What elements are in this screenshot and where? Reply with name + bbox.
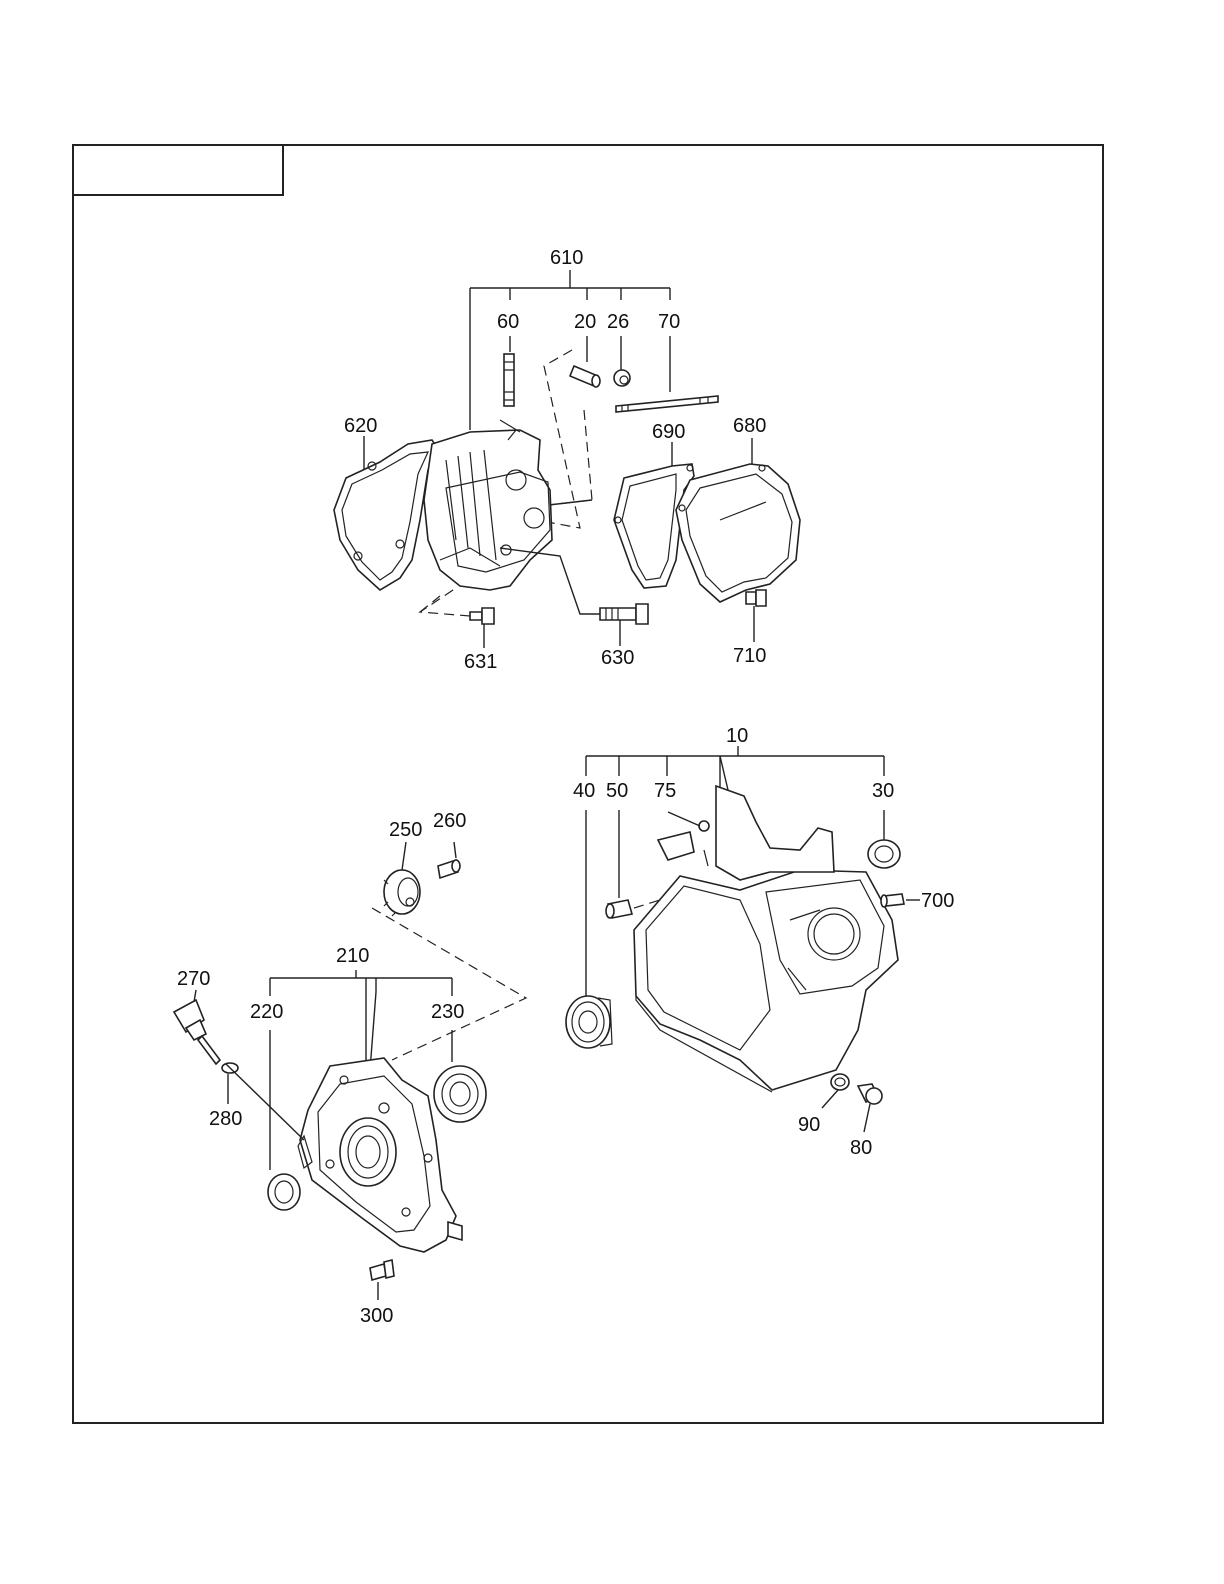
- bearing-part-40: [565, 810, 613, 1049]
- label-250: 250: [389, 819, 422, 841]
- crankcase-group: [565, 746, 920, 1133]
- dowel-pin-part-700: [880, 893, 920, 908]
- label-700: 700: [921, 890, 954, 912]
- label-90: 90: [798, 1114, 820, 1136]
- title-box: [72, 144, 284, 196]
- label-300: 300: [360, 1305, 393, 1327]
- bearing-part-230: [433, 1065, 487, 1123]
- crankcase-part-10: [633, 784, 899, 1093]
- cylinder-head-group: [333, 270, 801, 648]
- part-number-labels: 610 60 20 26 70 620 690 680 631 630 710 …: [177, 247, 954, 1327]
- label-60: 60: [497, 311, 519, 333]
- rocker-cover-part-680: [675, 463, 801, 603]
- label-690: 690: [652, 421, 685, 443]
- oil-seal-part-220: [267, 1173, 301, 1211]
- cover-gasket-part-690: [613, 463, 695, 589]
- label-80: 80: [850, 1137, 872, 1159]
- label-610: 610: [550, 247, 583, 269]
- label-680: 680: [733, 415, 766, 437]
- label-30: 30: [872, 780, 894, 802]
- drain-plug-part-80: [856, 1083, 883, 1133]
- label-75: 75: [654, 780, 676, 802]
- label-26: 26: [607, 311, 629, 333]
- plug-part-26: [613, 369, 631, 387]
- dowel-pin-part-20: [568, 364, 601, 388]
- label-631: 631: [464, 651, 497, 673]
- bolt-part-630: [499, 547, 649, 646]
- long-stud-part-70: [615, 395, 719, 413]
- label-260: 260: [433, 810, 466, 832]
- pin-part-260: [437, 841, 461, 880]
- label-710: 710: [733, 645, 766, 667]
- label-630: 630: [601, 647, 634, 669]
- o-ring-part-280: [221, 1062, 305, 1141]
- label-50: 50: [606, 780, 628, 802]
- label-280: 280: [209, 1108, 242, 1130]
- oil-dipstick-part-270: [172, 989, 222, 1066]
- governor-gear-part-250: [383, 841, 421, 917]
- head-gasket-part-620: [333, 439, 441, 591]
- bolt-part-710: [745, 589, 767, 642]
- crankcase-cover-part-210: [297, 1057, 463, 1253]
- label-210: 210: [336, 945, 369, 967]
- dowel-pin-part-50: [605, 810, 661, 919]
- label-40: 40: [573, 780, 595, 802]
- label-270: 270: [177, 968, 210, 990]
- label-20: 20: [574, 311, 596, 333]
- bolt-part-300: [369, 1259, 395, 1300]
- cylinder-head-part-610: [423, 419, 553, 591]
- bolt-part-631: [418, 587, 495, 648]
- stud-part-60: [503, 353, 515, 407]
- label-10: 10: [726, 725, 748, 747]
- bolt-part-75: [667, 811, 710, 832]
- crankcase-cover-group: [172, 841, 528, 1300]
- label-220: 220: [250, 1001, 283, 1023]
- diagram-frame: [72, 144, 1104, 1424]
- label-620: 620: [344, 415, 377, 437]
- label-230: 230: [431, 1001, 464, 1023]
- washer-part-90: [821, 1073, 850, 1109]
- label-70: 70: [658, 311, 680, 333]
- oil-seal-part-30: [867, 810, 901, 869]
